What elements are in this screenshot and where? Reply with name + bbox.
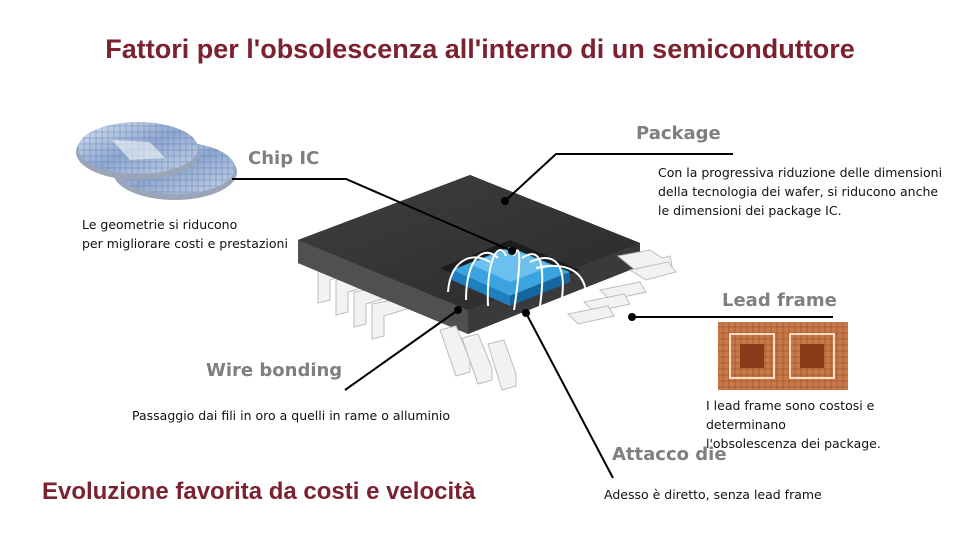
die-attach-desc: Adesso è diretto, senza lead frame (604, 487, 822, 502)
lead-frame-label: Lead frame (722, 290, 837, 311)
wire-bonding-desc: Passaggio dai fili in oro a quelli in ra… (132, 408, 451, 423)
package-label: Package (636, 123, 721, 144)
footer-caption: Evoluzione favorita da costi e velocità (42, 478, 476, 505)
lead-frame-desc: I lead frame sono costosi e determinano … (706, 398, 881, 451)
page-title: Fattori per l'obsolescenza all'interno d… (105, 34, 855, 64)
chip-ic-label: Chip IC (248, 148, 320, 169)
wafer-image (76, 122, 237, 200)
chip-ic-desc: Le geometrie si riducono per migliorare … (82, 217, 288, 251)
package-desc: Con la progressiva riduzione delle dimen… (658, 165, 943, 218)
die-attach-label: Attacco die (612, 444, 727, 465)
package-body (298, 175, 677, 391)
wire-bonding-label: Wire bonding (206, 360, 343, 381)
lead-frame-image (718, 322, 848, 390)
